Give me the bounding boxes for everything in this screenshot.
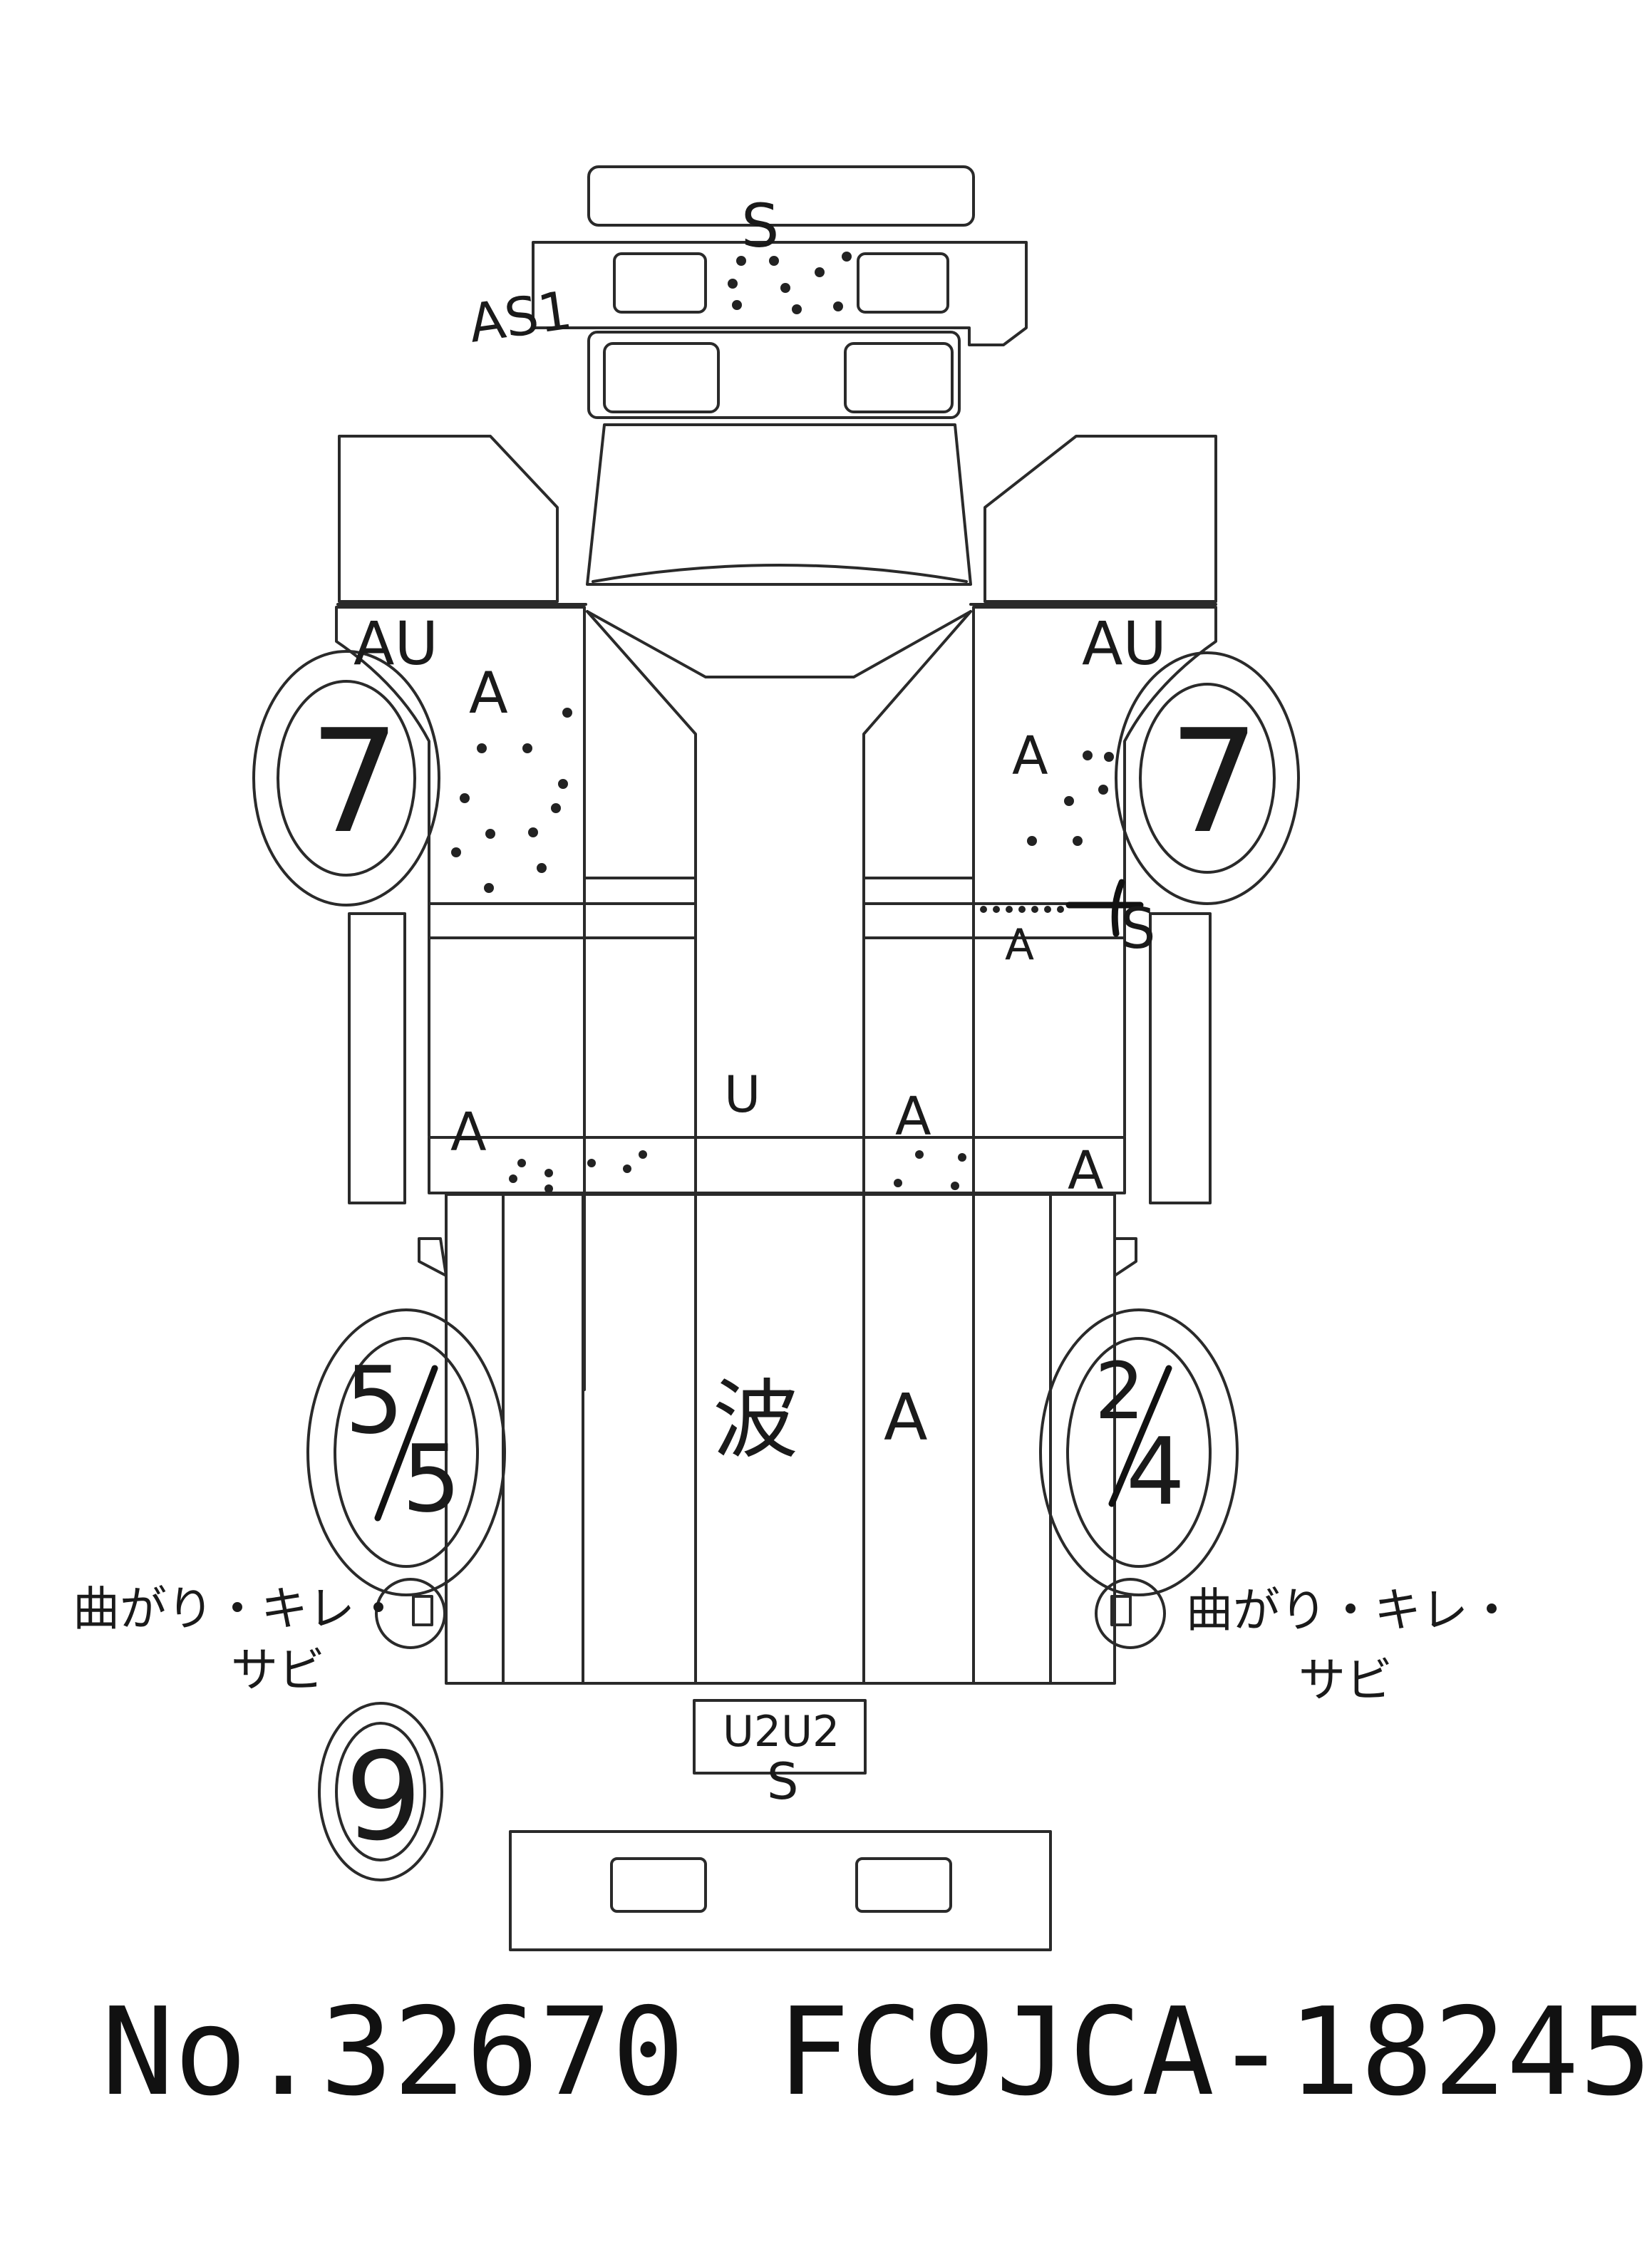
tire-rear-right-top: 2 <box>1095 1346 1145 1437</box>
right-sill-code-2: A <box>1068 1140 1104 1202</box>
center-sill-code: U <box>724 1065 760 1124</box>
damage-dots <box>451 252 1114 1193</box>
tire-rear-left-bottom: 5 <box>402 1425 461 1533</box>
right-rear-hook <box>1095 1578 1166 1649</box>
chassis-number: FC9JCA-18245 <box>777 1982 1652 2123</box>
tire-rear-right <box>1039 1308 1239 1596</box>
tire-rear-right-bottom: 4 <box>1126 1417 1185 1526</box>
left-cab-code: A <box>469 660 508 726</box>
sill-strip <box>428 1136 1126 1194</box>
right-door-panel <box>972 606 1217 905</box>
right-rear-note-line2: サビ <box>1299 1653 1393 1708</box>
left-rear-hook <box>375 1578 446 1649</box>
front-bumper-code: S <box>741 191 779 261</box>
right-sill-code-1: A <box>895 1086 931 1147</box>
headlight-panel <box>587 331 961 419</box>
tire-front-right <box>1115 651 1300 905</box>
right-mirror-panel <box>969 435 1217 606</box>
tire-front-left <box>252 650 440 907</box>
front-left-code: AS1 <box>465 280 576 355</box>
spare-tire-value: 9 <box>345 1727 422 1868</box>
rear-bed <box>418 1193 1137 1685</box>
left-rear-note-line1: 曲がり・キレ・ <box>73 1581 402 1636</box>
cab-roof <box>586 423 972 678</box>
rear-plate-code-2: S <box>767 1752 798 1811</box>
side-steps <box>348 912 1212 1204</box>
lot-number: No.32670 <box>101 1982 685 2123</box>
rear-bumper <box>509 1830 1052 1951</box>
tire-rear-right-slash <box>1108 1365 1172 1507</box>
right-cab-code: A <box>1012 725 1048 787</box>
tire-front-left-value: 7 <box>309 699 400 865</box>
tire-rear-left-slash <box>374 1365 438 1522</box>
left-arch-code: AU <box>353 609 438 678</box>
left-sill-code: A <box>450 1102 487 1163</box>
footer: No.32670 FC9JCA-18245 <box>0 1981 1652 2124</box>
tire-rear-left-top: 5 <box>345 1346 404 1455</box>
right-step-code-a: A <box>1005 920 1034 970</box>
inspection-diagram: S AS1 AU AU A A A S A U A A 波 A U2U2 S 7… <box>73 165 1515 1951</box>
bed-right-code: A <box>884 1380 928 1455</box>
bed-center-code: 波 <box>713 1371 798 1470</box>
left-mirror-panel <box>336 435 587 606</box>
right-step-code-s: S <box>1120 897 1156 961</box>
tire-rear-left <box>306 1308 506 1596</box>
right-arch-code: AU <box>1082 609 1167 678</box>
right-rear-note-line1: 曲がり・キレ・ <box>1186 1583 1515 1638</box>
rear-plate <box>693 1699 867 1775</box>
tire-front-right-value: 7 <box>1169 699 1259 865</box>
left-rear-note-line2: サビ <box>231 1643 325 1698</box>
rear-plate-code: U2U2 <box>723 1707 840 1757</box>
front-bumper <box>532 165 1028 346</box>
right-step-stroke <box>1065 879 1144 937</box>
spare-tire <box>318 1702 443 1881</box>
